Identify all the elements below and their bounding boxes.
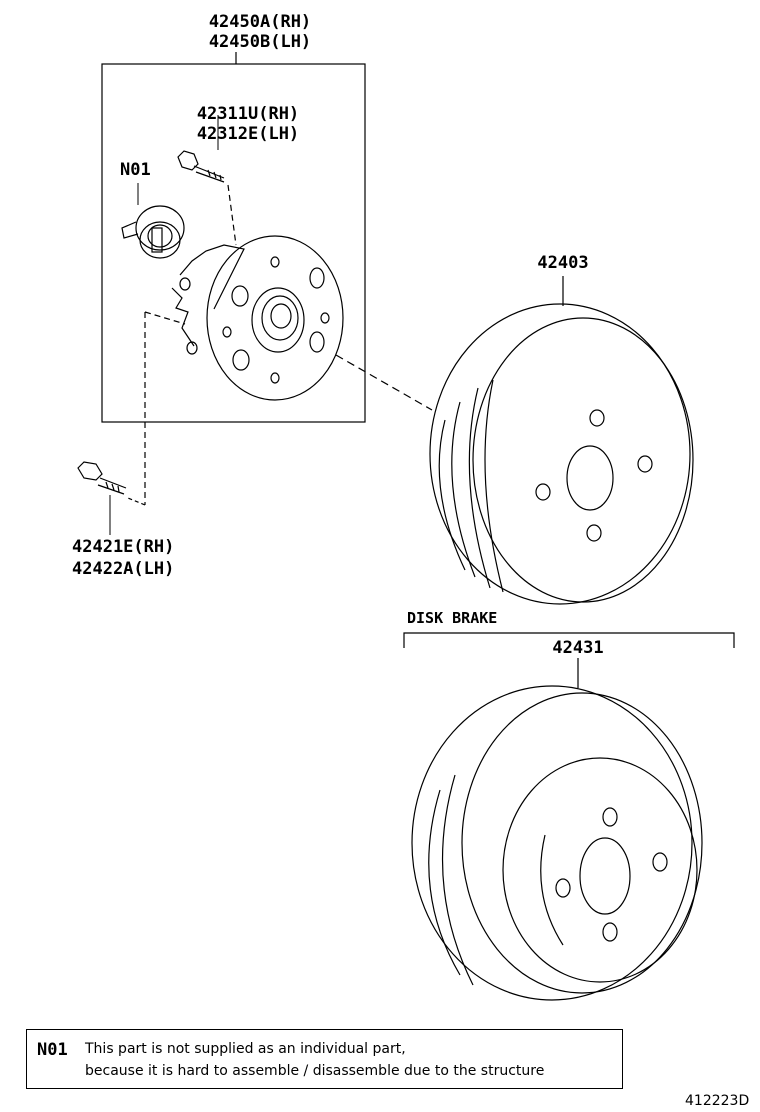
hub-assembly-rh-label[interactable]: 42450A(RH) <box>208 12 312 32</box>
disk-brake-heading: DISK BRAKE <box>407 609 498 627</box>
hub-assembly-lh-label[interactable]: 42450B(LH) <box>208 32 312 52</box>
hub-assembly-frame <box>101 63 366 423</box>
hub-mounting-bolt-part[interactable] <box>77 311 186 535</box>
note-line-2: because it is hard to assemble / disasse… <box>85 1063 545 1079</box>
hub-bolt-part[interactable] <box>177 115 237 246</box>
hub-bolt-lh-label[interactable]: 42312E(LH) <box>196 124 300 144</box>
hub-flange-part[interactable] <box>171 235 433 411</box>
bolt-rh-label[interactable]: 42421E(RH) <box>72 537 175 557</box>
n01-bearing-part[interactable] <box>121 183 185 259</box>
drum-part-number[interactable]: 42403 <box>537 253 589 273</box>
note-line-1: This part is not supplied as an individu… <box>85 1041 406 1057</box>
bolt-lh-label[interactable]: 42422A(LH) <box>72 559 175 579</box>
brake-drum-part[interactable] <box>429 276 694 605</box>
note-box: N01 This part is not supplied as an indi… <box>26 1029 623 1089</box>
disc-part-number[interactable]: 42431 <box>552 638 604 658</box>
disk-brake-bracket <box>403 632 735 648</box>
hub-bolt-rh-label[interactable]: 42311U(RH) <box>196 104 300 124</box>
brake-disc-part[interactable] <box>411 658 703 1001</box>
diagram-id: 412223D <box>685 1093 750 1109</box>
n01-label[interactable]: N01 <box>120 160 151 180</box>
note-code: N01 <box>37 1040 68 1060</box>
